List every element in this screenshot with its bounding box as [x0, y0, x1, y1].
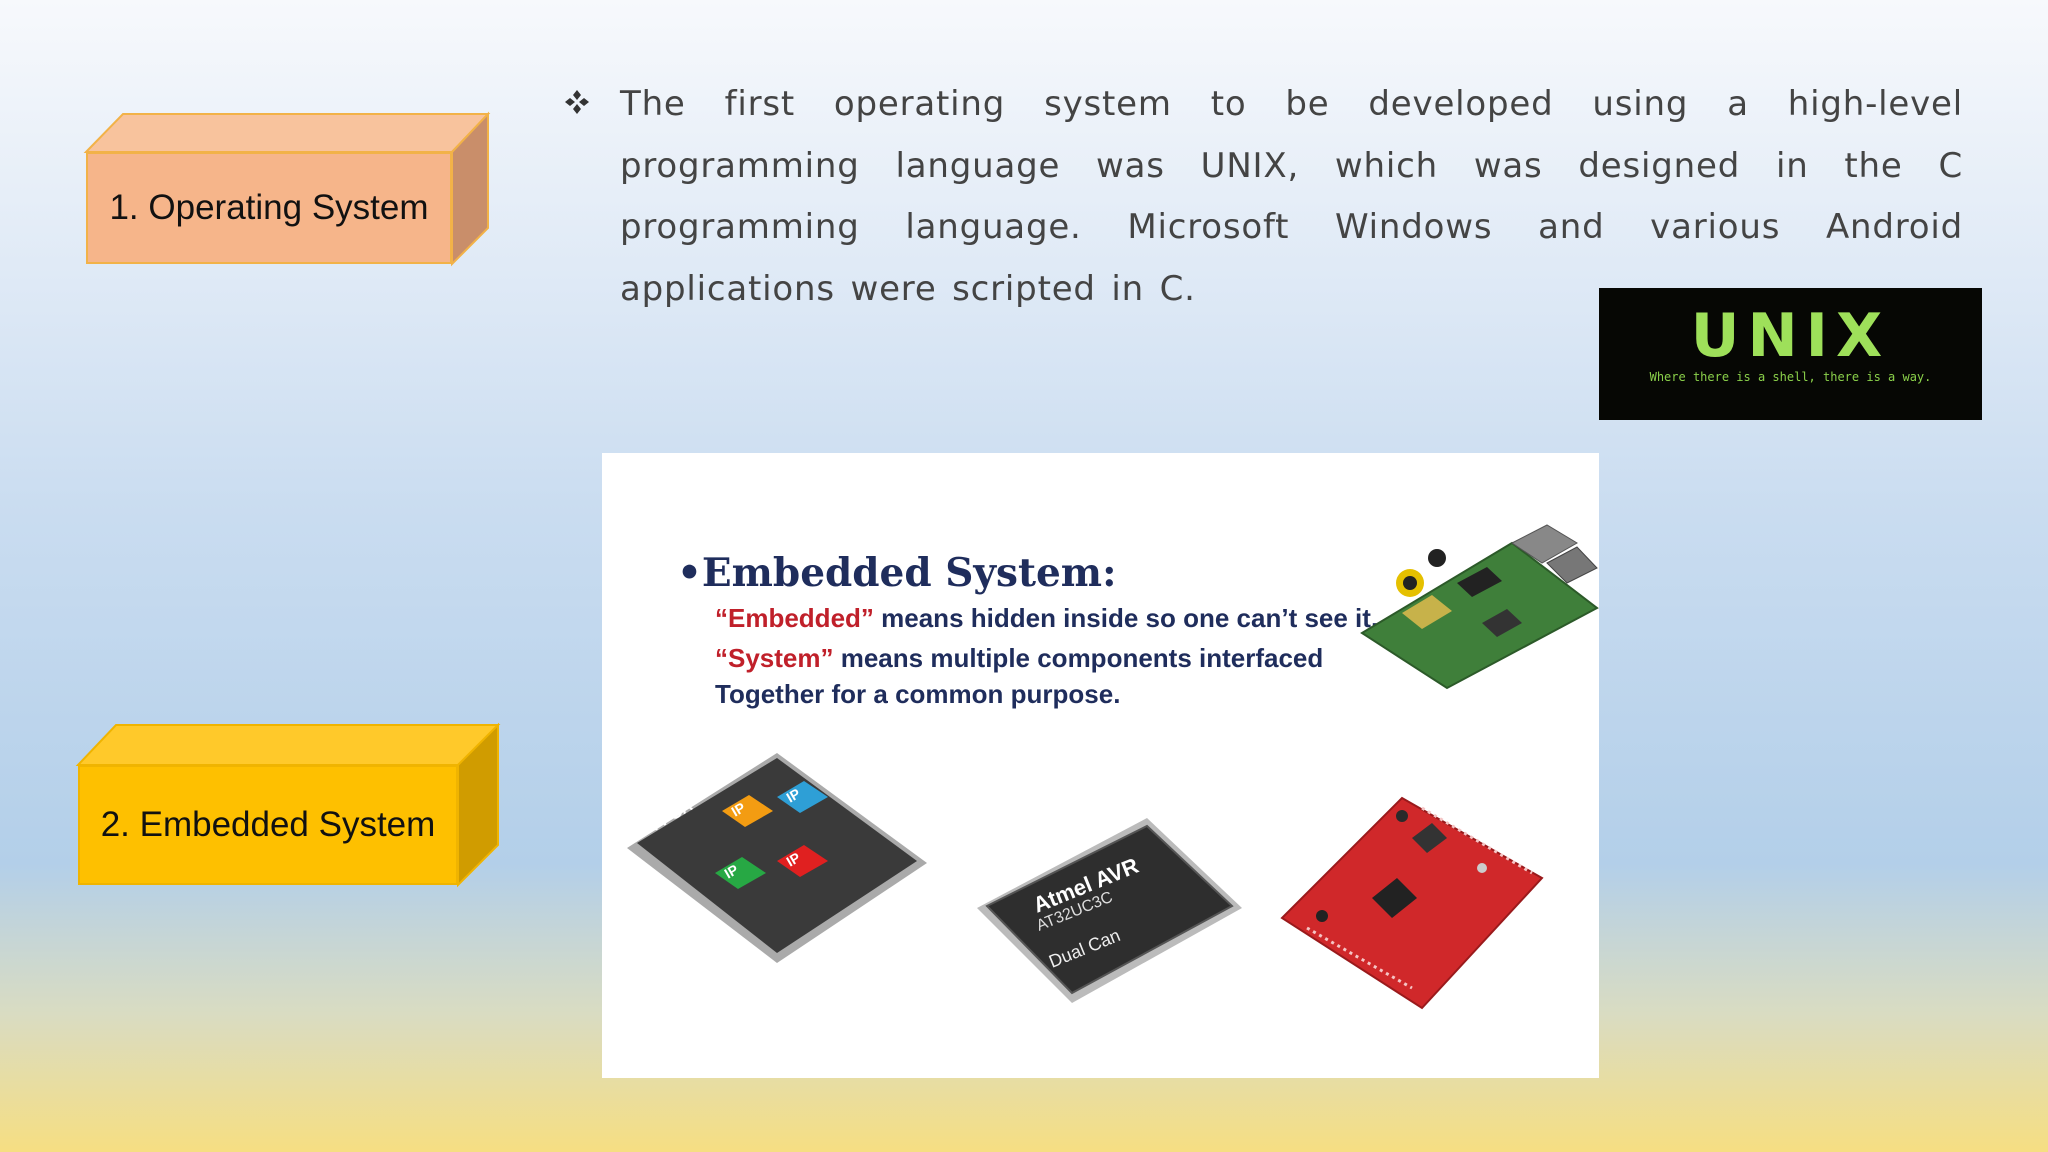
embedded-system-label: 2. Embedded System	[78, 765, 458, 885]
system-definition: means multiple components interfaced	[833, 643, 1324, 673]
red-dev-board-icon	[1280, 796, 1544, 1010]
unix-logo-image: UNIX Where there is a shell, there is a …	[1599, 288, 1982, 420]
image-title: •Embedded System:	[677, 550, 1117, 596]
operating-system-box: 1. Operating System	[83, 111, 491, 267]
bullet-paragraph: The first operating system to be develop…	[563, 74, 1963, 320]
system-highlight: “System”	[715, 643, 834, 673]
embedded-definition: means hidden inside so one can’t see it.	[873, 603, 1379, 633]
box-3d-shading	[75, 722, 501, 888]
operating-system-label: 1. Operating System	[86, 152, 452, 264]
embedded-system-image: •Embedded System: “Embedded” means hidde…	[602, 453, 1599, 1078]
unix-tagline: Where there is a shell, there is a way.	[1649, 370, 1932, 384]
fpga-chip-icon: FPGA IP IP IP IP	[627, 753, 927, 963]
atmel-avr-chip-icon: Atmel AVR AT32UC3C Dual Can	[977, 818, 1242, 1003]
box-3d-shading	[83, 111, 491, 267]
diamond-bullet-icon	[565, 90, 589, 114]
image-line-purpose: Together for a common purpose.	[715, 679, 1121, 709]
unix-logo-text: UNIX	[1690, 301, 1891, 371]
image-line-embedded: “Embedded” means hidden inside so one ca…	[715, 603, 1378, 634]
image-line-system: “System” means multiple components inter…	[715, 643, 1323, 674]
embedded-system-box: 2. Embedded System	[75, 722, 501, 888]
bullet-text: The first operating system to be develop…	[620, 84, 1963, 309]
raspberry-pi-board-icon	[1360, 524, 1599, 690]
embedded-highlight: “Embedded”	[715, 603, 874, 633]
